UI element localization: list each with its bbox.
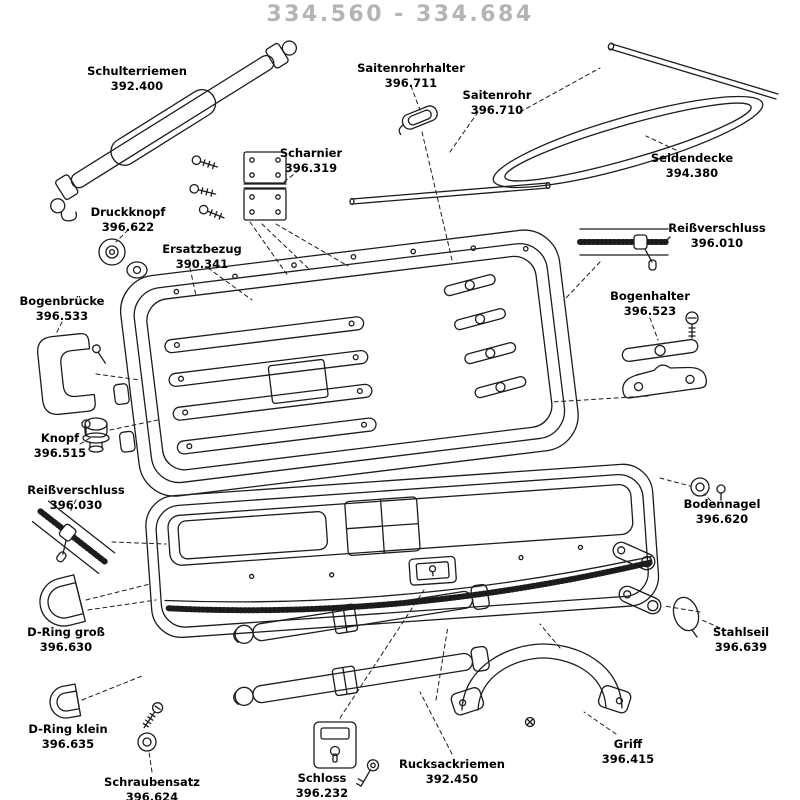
part-number: 396.620	[695, 511, 749, 526]
part-name: Griff	[613, 737, 643, 751]
part-name: Bogenbrücke	[19, 294, 105, 308]
zipper-right	[577, 228, 671, 271]
part-name: Seidendecke	[650, 151, 734, 165]
part-name: Scharnier	[279, 146, 343, 160]
part-number: 396.639	[714, 639, 768, 654]
string-tube	[349, 42, 779, 206]
part-number: 396.515	[33, 445, 87, 460]
floor-nail	[690, 477, 726, 501]
part-name: Reißverschluss	[668, 221, 766, 235]
part-number: 396.523	[623, 303, 677, 318]
part-number: 392.400	[110, 78, 164, 93]
part-number: 392.450	[425, 771, 479, 786]
part-number: 396.622	[101, 219, 155, 234]
bow-bridge	[37, 332, 107, 437]
lock	[313, 721, 357, 769]
backpack-straps	[233, 583, 490, 706]
part-name: Schraubensatz	[104, 775, 200, 789]
part-number: 396.630	[39, 639, 93, 654]
bow-holder	[621, 311, 707, 399]
part-number: 396.533	[35, 308, 89, 323]
part-name: Knopf	[40, 431, 80, 445]
part-name: D-Ring klein	[28, 722, 108, 736]
page-title: 334.560 - 334.684	[266, 2, 534, 27]
part-name: Schulterriemen	[87, 64, 187, 78]
part-name: Saitenrohrhalter	[357, 61, 465, 75]
part-name: Schloss	[297, 771, 347, 785]
part-name: Reißverschluss	[27, 483, 125, 497]
shoulder-strap	[50, 40, 298, 222]
key	[356, 759, 380, 787]
knob	[82, 417, 110, 453]
part-name: Bodennagel	[683, 497, 761, 511]
d-ring-small	[49, 683, 82, 719]
hinge	[189, 151, 287, 221]
part-name: Stahlseil	[712, 625, 770, 639]
part-number: 396.710	[470, 102, 524, 117]
part-name: Druckknopf	[90, 205, 166, 219]
screw-set	[137, 702, 164, 752]
part-name: Bogenhalter	[610, 289, 690, 303]
part-name: D-Ring groß	[27, 625, 105, 639]
snap-button	[98, 238, 148, 279]
part-number: 396.415	[601, 751, 655, 766]
silk-cover	[492, 95, 764, 189]
part-number: 396.010	[690, 235, 744, 250]
part-number: 390.341	[175, 256, 229, 271]
part-number: 396.624	[125, 789, 179, 800]
zipper-left	[31, 500, 116, 574]
part-number: 396.319	[284, 160, 338, 175]
part-number: 396.030	[49, 497, 103, 512]
part-number: 396.232	[295, 785, 349, 800]
d-ring-large	[39, 574, 86, 627]
handle	[450, 643, 632, 728]
part-name: Ersatzbezug	[162, 242, 242, 256]
part-name: Rucksackriemen	[399, 757, 505, 771]
part-name: Saitenrohr	[462, 88, 532, 102]
leader-lines	[55, 67, 721, 773]
case-lid	[113, 229, 579, 497]
case-bottom	[145, 463, 660, 639]
strap-anchor-fittings	[612, 541, 662, 615]
part-number: 394.380	[665, 165, 719, 180]
string-tube-holder	[398, 105, 438, 136]
steel-cable	[672, 596, 700, 638]
part-number: 396.711	[384, 75, 438, 90]
part-number: 396.635	[41, 736, 95, 751]
